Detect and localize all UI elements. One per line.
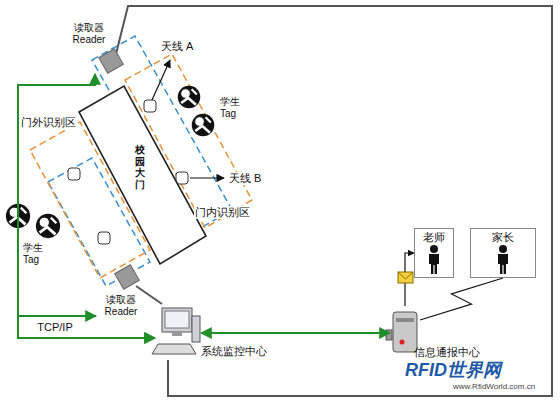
node-text: 校园大门 xyxy=(135,144,145,190)
envelope-icon xyxy=(398,272,413,283)
person-icon xyxy=(495,244,511,274)
student-icon xyxy=(178,86,201,109)
student-label: 学生 Tag xyxy=(219,96,251,119)
notify-center: 信息通报中心 xyxy=(390,306,420,356)
node-text: 系统监控中心 xyxy=(201,345,267,358)
person-icon xyxy=(498,254,508,274)
connector xyxy=(18,316,155,338)
edge-label: TCP/IP xyxy=(36,321,73,334)
watermark: www.RfidWorld.com.cn xyxy=(452,382,536,391)
tag-square xyxy=(98,232,110,244)
student-icon xyxy=(36,214,60,238)
computer-icon xyxy=(152,308,200,354)
connector xyxy=(201,332,390,334)
server-icon xyxy=(386,312,417,352)
tag-square xyxy=(176,172,188,184)
zone-label: 门内识别区 xyxy=(194,206,251,219)
student-label: 学生 Tag xyxy=(22,242,54,265)
node-text: 家长 xyxy=(471,229,535,244)
antenna-label: 天线 B xyxy=(228,172,262,185)
person-icon xyxy=(430,245,438,253)
person-icon xyxy=(429,254,439,274)
connector xyxy=(420,278,503,320)
student-icon xyxy=(192,114,215,137)
watermark: RFID世界网 xyxy=(404,360,502,381)
antenna-label: 天线 A xyxy=(160,40,194,53)
campus-wall xyxy=(136,286,162,304)
gate-outline xyxy=(79,86,206,264)
parent-box: 家长 xyxy=(470,228,536,278)
antenna-arrow xyxy=(190,177,224,178)
reader-symbol xyxy=(99,49,124,74)
tag-square xyxy=(68,168,80,180)
tag-square xyxy=(144,100,156,112)
monitor-center: 系统监控中心 xyxy=(155,305,201,357)
node-text: 信息通报中心 xyxy=(414,346,480,359)
reader-symbol xyxy=(115,265,140,290)
reader-label: 读取器 Reader xyxy=(96,264,146,320)
person-icon xyxy=(499,245,507,253)
zone-label: 门外识别区 xyxy=(20,116,77,129)
campus-gate: 校园大门 xyxy=(78,84,208,266)
teacher-box: 老师 xyxy=(414,228,454,278)
person-icon xyxy=(426,244,442,274)
antenna-arrow xyxy=(152,60,170,100)
node-text: 读取器 Reader xyxy=(98,294,144,317)
node-text: 老师 xyxy=(415,229,453,244)
node-text: 读取器 Reader xyxy=(66,22,112,45)
reader-label: 读取器 Reader xyxy=(66,22,124,74)
